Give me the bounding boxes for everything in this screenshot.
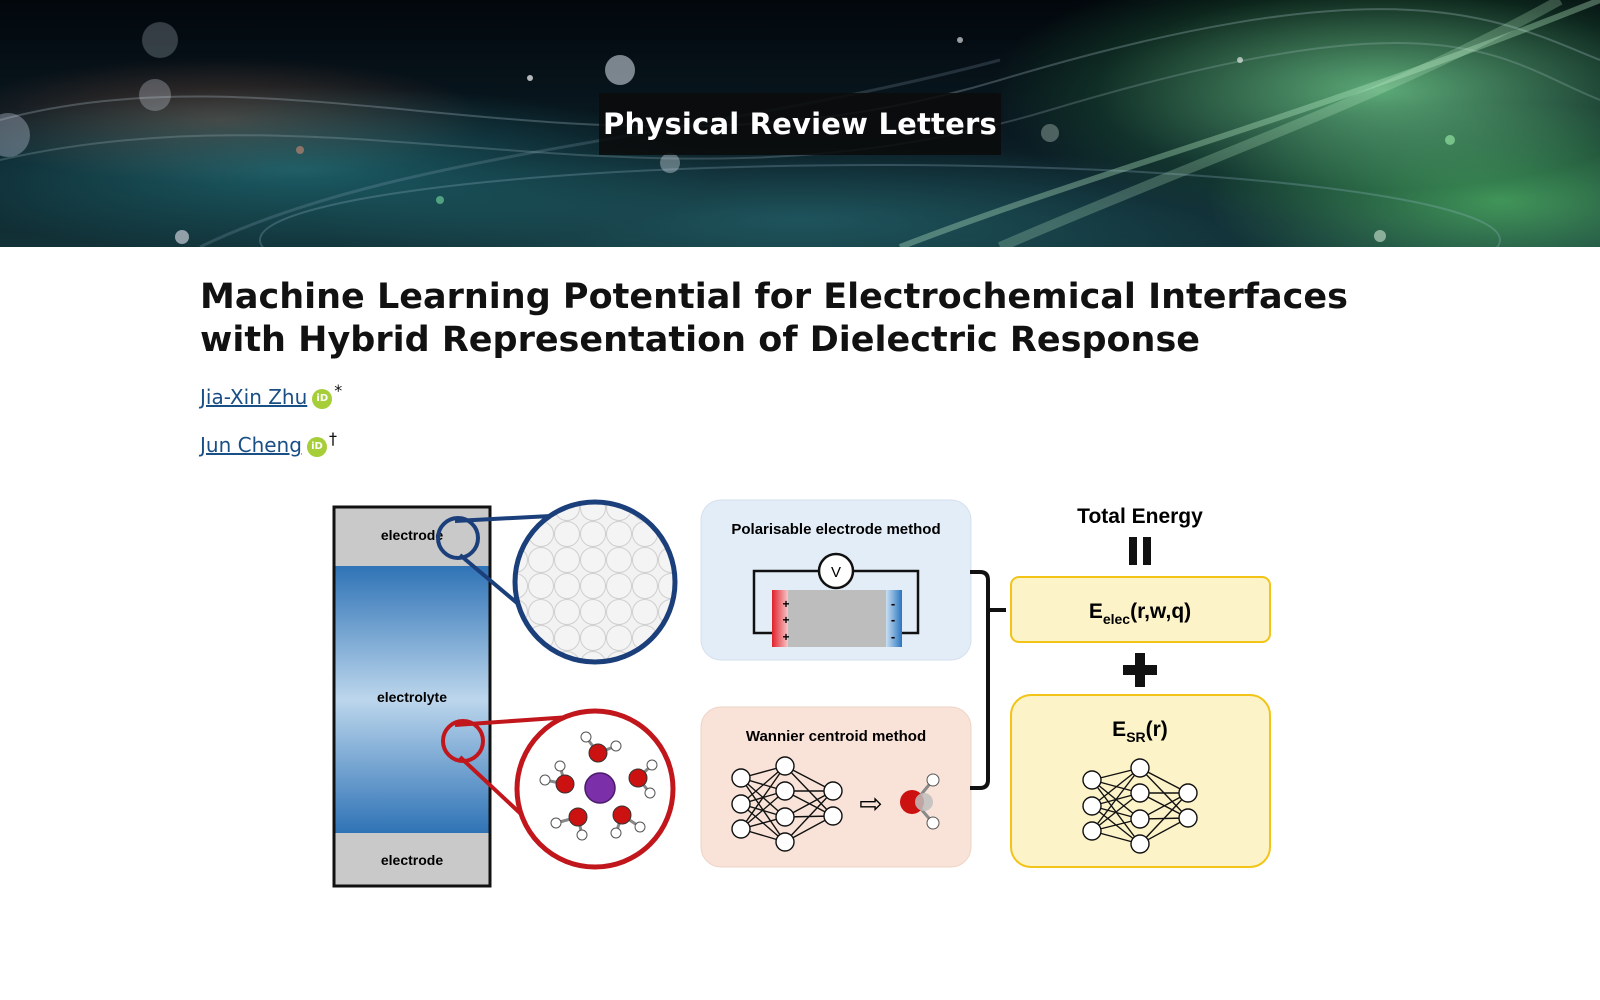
water-centroid-icon [900, 773, 940, 830]
journal-banner [0, 0, 1600, 247]
article-title: Machine Learning Potential for Electroch… [200, 277, 1348, 360]
author-footnote-mark: * [334, 381, 343, 400]
equals-icon [1129, 537, 1151, 565]
electrode-label: electrode [381, 852, 443, 868]
e-sr-label: ESR(r) [1112, 718, 1168, 745]
author-link[interactable]: Jun Cheng [200, 433, 302, 457]
bracket [970, 570, 990, 790]
author-link[interactable]: Jia-Xin Zhu [200, 385, 308, 409]
electrolyte-zoom [441, 708, 676, 870]
plus-charge: + [782, 597, 789, 611]
voltmeter-icon: V [831, 564, 841, 581]
author-entry: Jun Cheng iD † [200, 429, 337, 457]
minus-charge: - [891, 596, 895, 611]
author-entry: Jia-Xin Zhu iD * [200, 381, 342, 409]
electrode-label: electrode [381, 527, 443, 543]
electrode-zoom [436, 499, 678, 665]
graphical-abstract: electrode electrolyte electrode [332, 499, 1271, 888]
electrolyte-label: electrolyte [377, 689, 447, 705]
journal-name[interactable]: Physical Review Letters [599, 93, 1001, 155]
orcid-icon[interactable]: iD [312, 389, 333, 409]
wannier-centroid-panel: Wannier centroid method ⇨ [700, 706, 972, 868]
neural-network-icon [1082, 758, 1198, 854]
plus-charge: + [782, 613, 789, 627]
neural-network-icon [731, 756, 843, 852]
wannier-title: Wannier centroid method [746, 728, 926, 745]
polarisable-electrode-panel: Polarisable electrode method V + + + - -… [700, 499, 972, 661]
water-molecules [539, 731, 658, 841]
electrochemical-cell: electrode electrolyte electrode [332, 505, 492, 888]
author-footnote-mark: † [328, 429, 337, 448]
total-energy-panel: Total Energy Eelec(r,w,q) ESR(r) [1010, 505, 1271, 868]
arrow-icon: ⇨ [859, 788, 882, 819]
plus-icon [1123, 653, 1157, 687]
polarisable-title: Polarisable electrode method [731, 521, 940, 538]
plus-charge: + [782, 630, 789, 644]
minus-charge: - [891, 629, 895, 644]
total-energy-label: Total Energy [1077, 505, 1203, 528]
e-elec-label: Eelec(r,w,q) [1089, 600, 1191, 627]
orcid-icon[interactable]: iD [306, 437, 327, 457]
minus-charge: - [891, 612, 895, 627]
